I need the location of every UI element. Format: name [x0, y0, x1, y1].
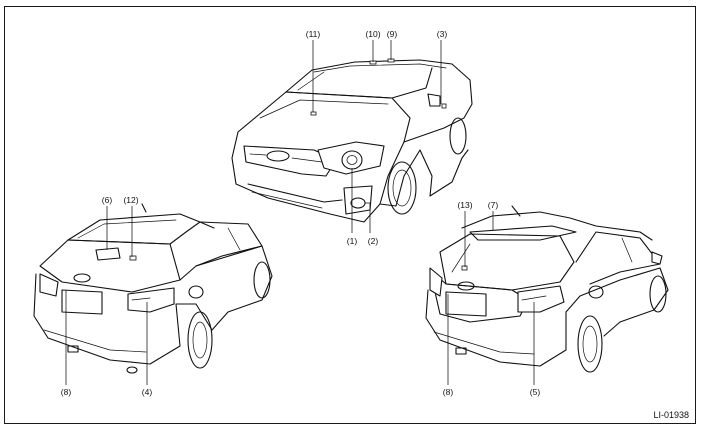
rear-hatchback-view-car: [425, 205, 669, 373]
leader-lines: [65, 40, 535, 385]
callout-9: (9): [387, 29, 398, 39]
callout-7: (7): [488, 200, 499, 210]
rear-sedan-view-car: [33, 203, 273, 374]
callout-10: (10): [365, 29, 380, 39]
figure-frame: [4, 6, 696, 424]
figure-code: LI-01938: [653, 410, 689, 420]
callout-8-hatchback: (8): [443, 387, 454, 397]
callout-3: (3): [437, 29, 448, 39]
callout-11: (11): [306, 29, 321, 39]
callout-6: (6): [102, 195, 113, 205]
callout-8-sedan: (8): [61, 387, 72, 397]
callout-12: (12): [123, 195, 138, 205]
callout-13: (13): [457, 200, 472, 210]
front-view-car: [231, 58, 473, 223]
callout-5: (5): [530, 387, 541, 397]
callout-2: (2): [368, 236, 379, 246]
callout-4: (4): [142, 387, 153, 397]
callout-1: (1): [347, 236, 358, 246]
